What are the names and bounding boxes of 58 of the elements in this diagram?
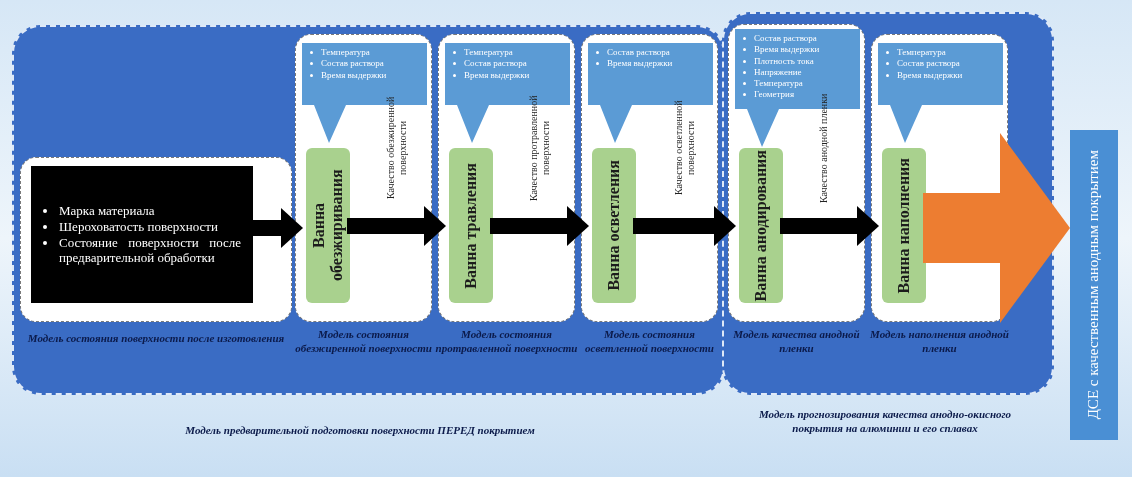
bath-box [592,148,636,303]
model-caption: Модель состояния обезжиренной поверхности [294,328,433,356]
model-caption: Модель состояния поверхности после изготовления [26,332,286,346]
edge-label: Качество протравленной поверхности [527,94,552,203]
result-box [1070,130,1118,440]
input-box [31,166,253,303]
bullet-text: Температура [464,47,513,59]
result-label: ДСЕ с качественным анодным покрытием [1085,150,1103,420]
model-caption: Модель предварительной подготовки поверхности ПЕРЕД покрытием [184,424,536,438]
bath-box [449,148,493,303]
model-caption: Модель прогнозирования качества анодно-окисного покрытия на алюминии и его сплавах [757,408,1013,436]
model-panel [438,34,575,322]
bullet-text: Состав раствора [321,58,384,70]
bath-label: Ванна анодирования [752,149,770,302]
bullet-text: Время выдержки [754,44,820,56]
flow-arrow [923,133,1070,323]
bullet-text: Время выдержки [321,69,387,81]
model-panel [20,157,292,322]
edge-label: Качество осветленной поверхности [672,99,697,198]
model-caption: Модель наполнения анодной пленки [869,328,1010,356]
model-panel [295,34,432,322]
bath-label: Ванна травления [462,162,480,289]
bath-label: Ванна обезжиривания [310,168,346,284]
edge-label: Качество анодной пленки [817,92,830,205]
group-band [12,25,725,395]
bullet-text: Шероховатость поверхности [59,218,218,235]
model-caption: Модель состояния осветленной поверхности [584,328,715,356]
model-panel [728,24,865,322]
bath-box [306,148,350,303]
model-panel [581,34,718,322]
bullet-text: Время выдержки [464,69,530,81]
bullet-text: Время выдержки [897,69,963,81]
bullet-text: Состояние поверхности после предварительной обработки [59,234,241,266]
bullet-text: Состав раствора [464,58,527,70]
bath-label: Ванна осветления [605,160,623,291]
model-caption: Модель качества анодной пленки [732,328,861,356]
bullet-text: Геометрия [754,89,795,101]
bullet-text: Температура [754,78,803,90]
bullet-text: Марка материала [59,203,155,219]
bullet-text: Состав раствора [754,33,817,45]
bullet-text: Состав раствора [897,58,960,70]
bath-label: Ванна наполнения [895,157,913,294]
flow-arrow [250,208,303,248]
flow-arrow [490,206,589,246]
callout-bubble [878,43,1003,143]
bullet-text: Плотность тока [754,55,814,67]
bullet-text: Время выдержки [607,58,673,70]
edge-label: Качество обезжиренной поверхности [384,95,409,202]
bullet-text: Температура [897,47,946,59]
bath-box [739,148,783,303]
model-caption: Модель состояния протравленной поверхности [434,328,579,356]
bullet-text: Напряжение [754,66,802,78]
bath-box [882,148,926,303]
flow-arrow [633,206,736,246]
flow-arrow [347,206,446,246]
flow-arrow [780,206,879,246]
bullet-text: Температура [321,47,370,59]
bullet-text: Состав раствора [607,47,670,59]
